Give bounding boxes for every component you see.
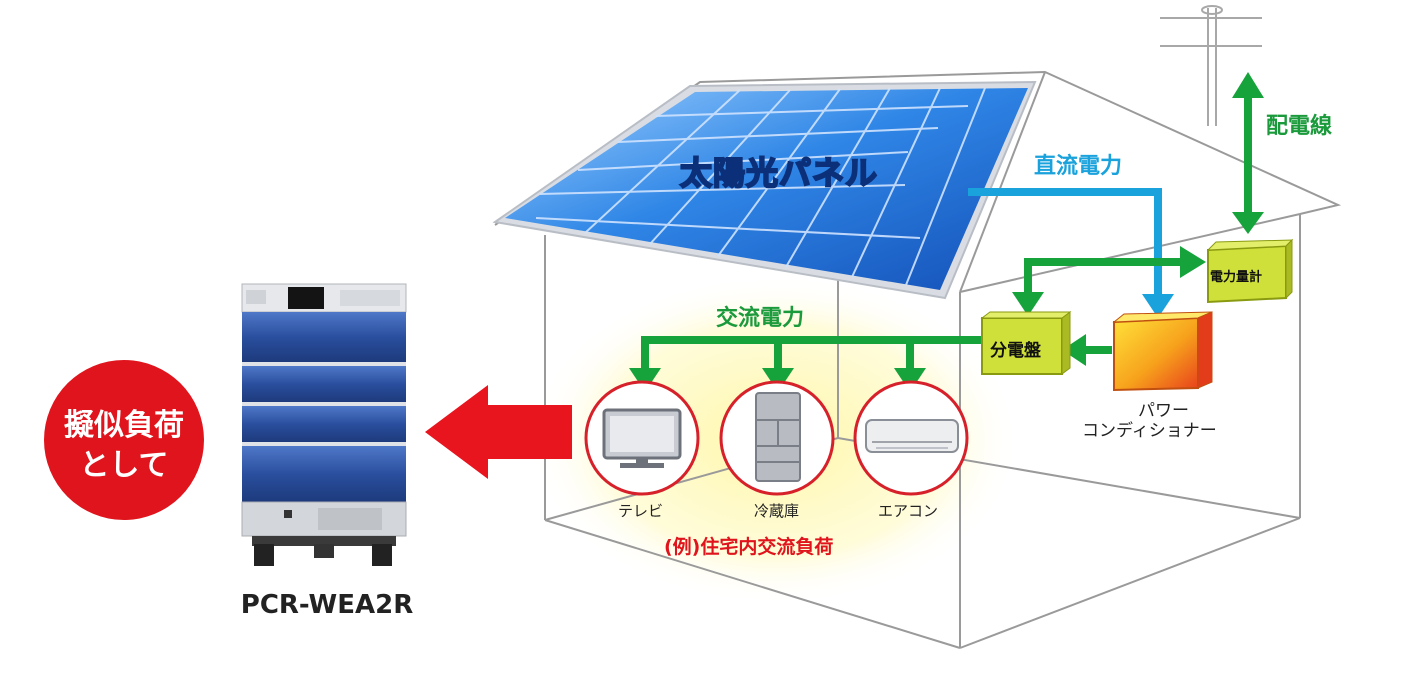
fridge-label: 冷蔵庫 [754, 502, 800, 520]
solar-panel [492, 80, 1037, 300]
house-outline [494, 70, 1342, 649]
pseudo-load-label-1: 擬似負荷 [64, 408, 184, 443]
meter-label: 電力量計 [1210, 270, 1263, 285]
aircon-label: エアコン [878, 502, 939, 520]
power-conditioner-label-1: パワー [1138, 401, 1189, 421]
product-unit [241, 283, 407, 566]
output-arrow [425, 385, 572, 479]
tv-label: テレビ [618, 502, 664, 520]
air-conditioner-icon [853, 380, 969, 496]
pseudo-load-label-2: として [79, 448, 169, 483]
utility-pole-icon [1160, 5, 1262, 126]
distribution-board-label: 分電盤 [990, 341, 1041, 361]
tv-icon [584, 380, 700, 496]
distribution-line-label: 配電線 [1266, 114, 1333, 139]
product-name: PCR-WEA2R [240, 590, 414, 620]
ac-power-lines [641, 96, 1252, 370]
dc-power-line [968, 188, 1162, 298]
solar-panel-label: 太陽光パネル [679, 153, 879, 193]
example-load-label: (例)住宅内交流負荷 [664, 536, 834, 558]
dc-arrow-head [1142, 294, 1174, 318]
power-conditioner [1112, 311, 1213, 392]
distribution-board [980, 311, 1072, 375]
electricity-meter [1206, 238, 1294, 304]
ac-arrow-heads [629, 72, 1264, 392]
ac-power-label: 交流電力 [716, 306, 805, 331]
refrigerator-icon [719, 380, 835, 496]
pseudo-load-badge [44, 360, 204, 520]
dc-power-label: 直流電力 [1034, 154, 1123, 179]
power-conditioner-label-2: コンディショナー [1082, 421, 1217, 441]
